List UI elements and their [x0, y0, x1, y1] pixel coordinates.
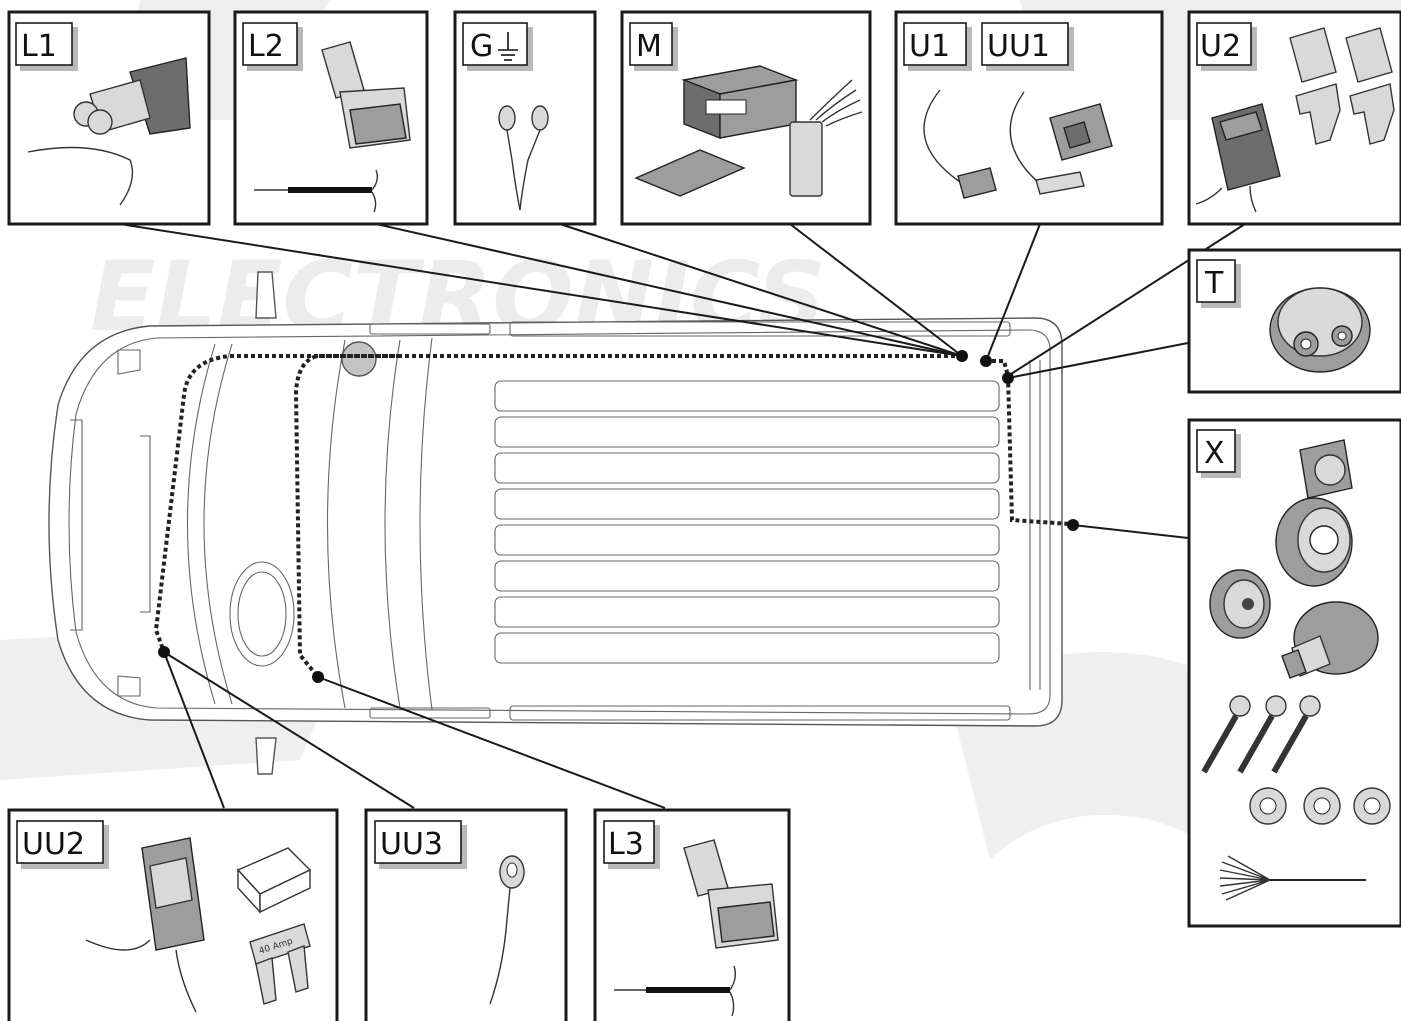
fuse-cap-part-2 [1345, 27, 1393, 83]
uu2-fuse-holder-part [85, 837, 205, 1013]
harness-connector-part [789, 79, 863, 197]
label-uu1: UU1 [987, 29, 1050, 64]
panel-uu2: UU2 40 Amp [7, 808, 339, 1021]
wiring-route [153, 354, 1071, 679]
panel-l3: L3 [593, 808, 791, 1021]
40-amp-fuse-part: 40 Amp [249, 923, 311, 1005]
l3-scotchlok-part [683, 839, 779, 949]
label-g: G [470, 29, 493, 64]
ground-icon [498, 32, 518, 61]
panel-x: X [1187, 418, 1401, 928]
uu3-ring-terminal-part [489, 855, 525, 1005]
connection-points [158, 350, 1079, 683]
right-mirror [255, 737, 277, 775]
panel-u2: U2 [1187, 10, 1401, 226]
adhesive-pad-part [634, 149, 746, 197]
panel-t: T [1187, 248, 1401, 394]
left-mirror [255, 271, 277, 319]
grommet-part [1269, 287, 1371, 373]
panel-g: G [453, 10, 597, 226]
label-l1: L1 [21, 29, 57, 64]
panel-uu3: UU3 [364, 808, 568, 1021]
seal-boot-part [1281, 601, 1379, 679]
ring-terminals-part [498, 105, 549, 211]
label-m: M [636, 29, 662, 64]
l2-scotchlok-part [321, 41, 411, 149]
panel-l2: L2 [233, 10, 429, 226]
fuse-cover-part [236, 847, 312, 914]
u1-plug-part [957, 167, 997, 199]
label-uu3: UU3 [380, 827, 443, 862]
l1-connector-part [73, 57, 191, 135]
nuts-part [1249, 787, 1391, 825]
blade-fuse-part-1 [1295, 83, 1341, 145]
van-top-view [48, 271, 1063, 775]
label-t: T [1204, 266, 1224, 301]
screws-part [1201, 695, 1321, 774]
u2-fuse-holder-part [1195, 103, 1281, 213]
label-x: X [1204, 436, 1225, 471]
13-pin-socket-part [1275, 439, 1353, 587]
label-l3: L3 [608, 827, 644, 862]
socket-plate-part [1209, 569, 1271, 639]
panel-u1-uu1: U1 UU1 [894, 10, 1164, 226]
cable-part [1219, 855, 1366, 901]
module-box-part [681, 65, 799, 140]
uu1-housing-part [1049, 103, 1113, 161]
label-u2: U2 [1200, 29, 1241, 64]
van-body [48, 317, 1063, 727]
blade-fuse-part-2 [1349, 83, 1395, 145]
grommet-marker [341, 341, 377, 377]
label-uu2: UU2 [22, 827, 85, 862]
fuse-cap-part-1 [1289, 27, 1337, 83]
label-l2: L2 [248, 29, 284, 64]
panel-m: M [620, 10, 872, 226]
panel-l1: L1 [7, 10, 211, 226]
uu1-spade-part [1035, 171, 1085, 195]
label-u1: U1 [909, 29, 950, 64]
